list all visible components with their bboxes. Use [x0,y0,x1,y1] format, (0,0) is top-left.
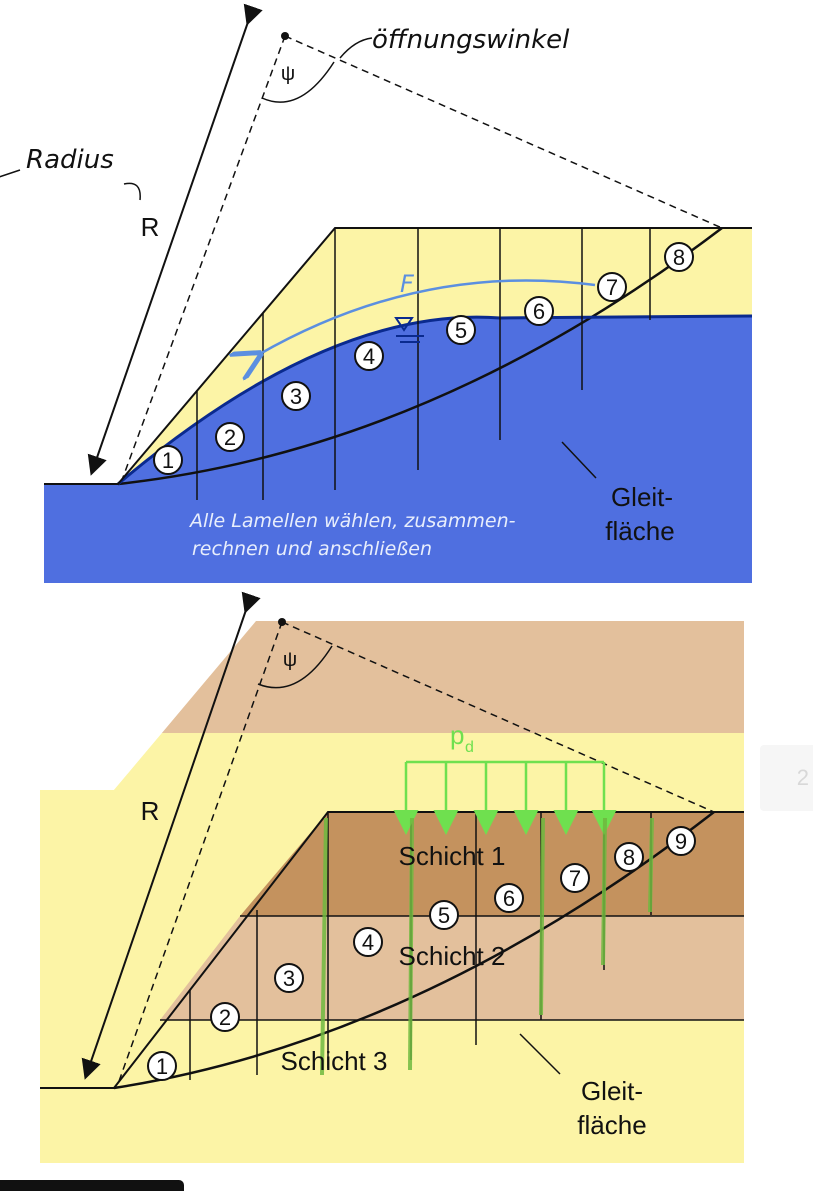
layer-1-region [240,812,744,916]
bottom-slip-label-2: fläche [577,1110,646,1140]
bottom-radius-arrow [81,591,261,1080]
bottom-layers: ψ R p d Schicht 1 Schicht 2 [40,591,744,1163]
layer-2-fill [160,916,744,1020]
svg-text:1: 1 [156,1054,168,1079]
top-slice-2: 2 [215,422,245,452]
load-label: p [450,720,464,750]
bottom-slip-leader [519,1033,561,1075]
top-figure: ψ R 1 2 3 4 5 6 7 8 Gleit- fläche F Alle… [44,3,752,583]
bottom-slice-9: 9 [666,826,696,856]
svg-text:2: 2 [219,1005,231,1030]
svg-text:5: 5 [455,318,467,343]
top-slip-leader [561,441,597,479]
bottom-angle-arc [257,645,333,689]
svg-text:5: 5 [438,903,450,928]
top-slice-lines [196,228,651,500]
bottom-slice-2: 2 [210,1002,240,1032]
bottom-slice-5: 5 [429,900,459,930]
top-slice-7: 7 [597,272,627,302]
svg-text:6: 6 [533,299,545,324]
top-slice-8: 8 [664,242,694,272]
svg-text:3: 3 [290,384,302,409]
water-level-symbol [394,317,424,343]
bottom-slice-6: 6 [494,883,524,913]
svg-text:3: 3 [283,966,295,991]
annotation-opening-angle: öffnungswinkel [372,25,570,55]
top-slice-markers: 1 2 3 4 5 6 7 8 [153,242,694,475]
bottom-bar [0,1180,184,1191]
top-slice-5: 5 [446,315,476,345]
load-subscript: d [465,739,474,756]
top-slice-4: 4 [354,341,384,371]
top-slip-label-1: Gleit- [611,482,673,512]
green-slice-marks [320,817,654,1076]
force-label: F [400,270,415,298]
svg-text:2: 2 [224,425,236,450]
bottom-slice-1: 1 [147,1051,177,1081]
bottom-slice-4: 4 [353,927,383,957]
bottom-slip-label-1: Gleit- [581,1076,643,1106]
bottom-slice-8: 8 [614,842,644,872]
svg-text:4: 4 [363,344,375,369]
top-angle-symbol: ψ [281,63,295,85]
note-line-1: Alle Lamellen wählen, zusammen- [188,510,516,532]
bottom-slice-7: 7 [560,863,590,893]
annotation-radius: Radius [26,145,114,175]
top-radius-arrow [87,3,263,476]
top-radius-label: R [141,212,160,242]
layer-3-label: Schicht 3 [281,1046,388,1076]
bottom-angle-symbol: ψ [283,649,297,671]
page-number-badge: 2 [760,745,813,811]
svg-text:8: 8 [673,245,685,270]
top-water-base [44,484,752,583]
svg-text:8: 8 [623,845,635,870]
bottom-slice-3: 3 [274,963,304,993]
top-angle-arc [261,61,335,103]
top-slip-label-2: fläche [605,516,674,546]
svg-text:9: 9 [675,829,687,854]
svg-text:7: 7 [569,866,581,891]
bottom-radius-label: R [141,796,160,826]
layer-1-label: Schicht 1 [399,841,506,871]
top-slice-6: 6 [524,296,554,326]
layer-2-label: Schicht 2 [399,941,506,971]
top-slice-1: 1 [153,445,183,475]
top-center-point [281,32,289,40]
bottom-slice-markers: 1 2 3 4 5 6 7 8 9 [147,826,696,1081]
svg-text:4: 4 [362,930,374,955]
note-line-2: rechnen und anschließen [192,538,432,560]
svg-text:7: 7 [606,275,618,300]
svg-text:1: 1 [162,448,174,473]
bottom-center-point [278,618,286,626]
svg-text:6: 6 [503,886,515,911]
top-slice-3: 3 [281,381,311,411]
force-arrow [258,279,596,355]
